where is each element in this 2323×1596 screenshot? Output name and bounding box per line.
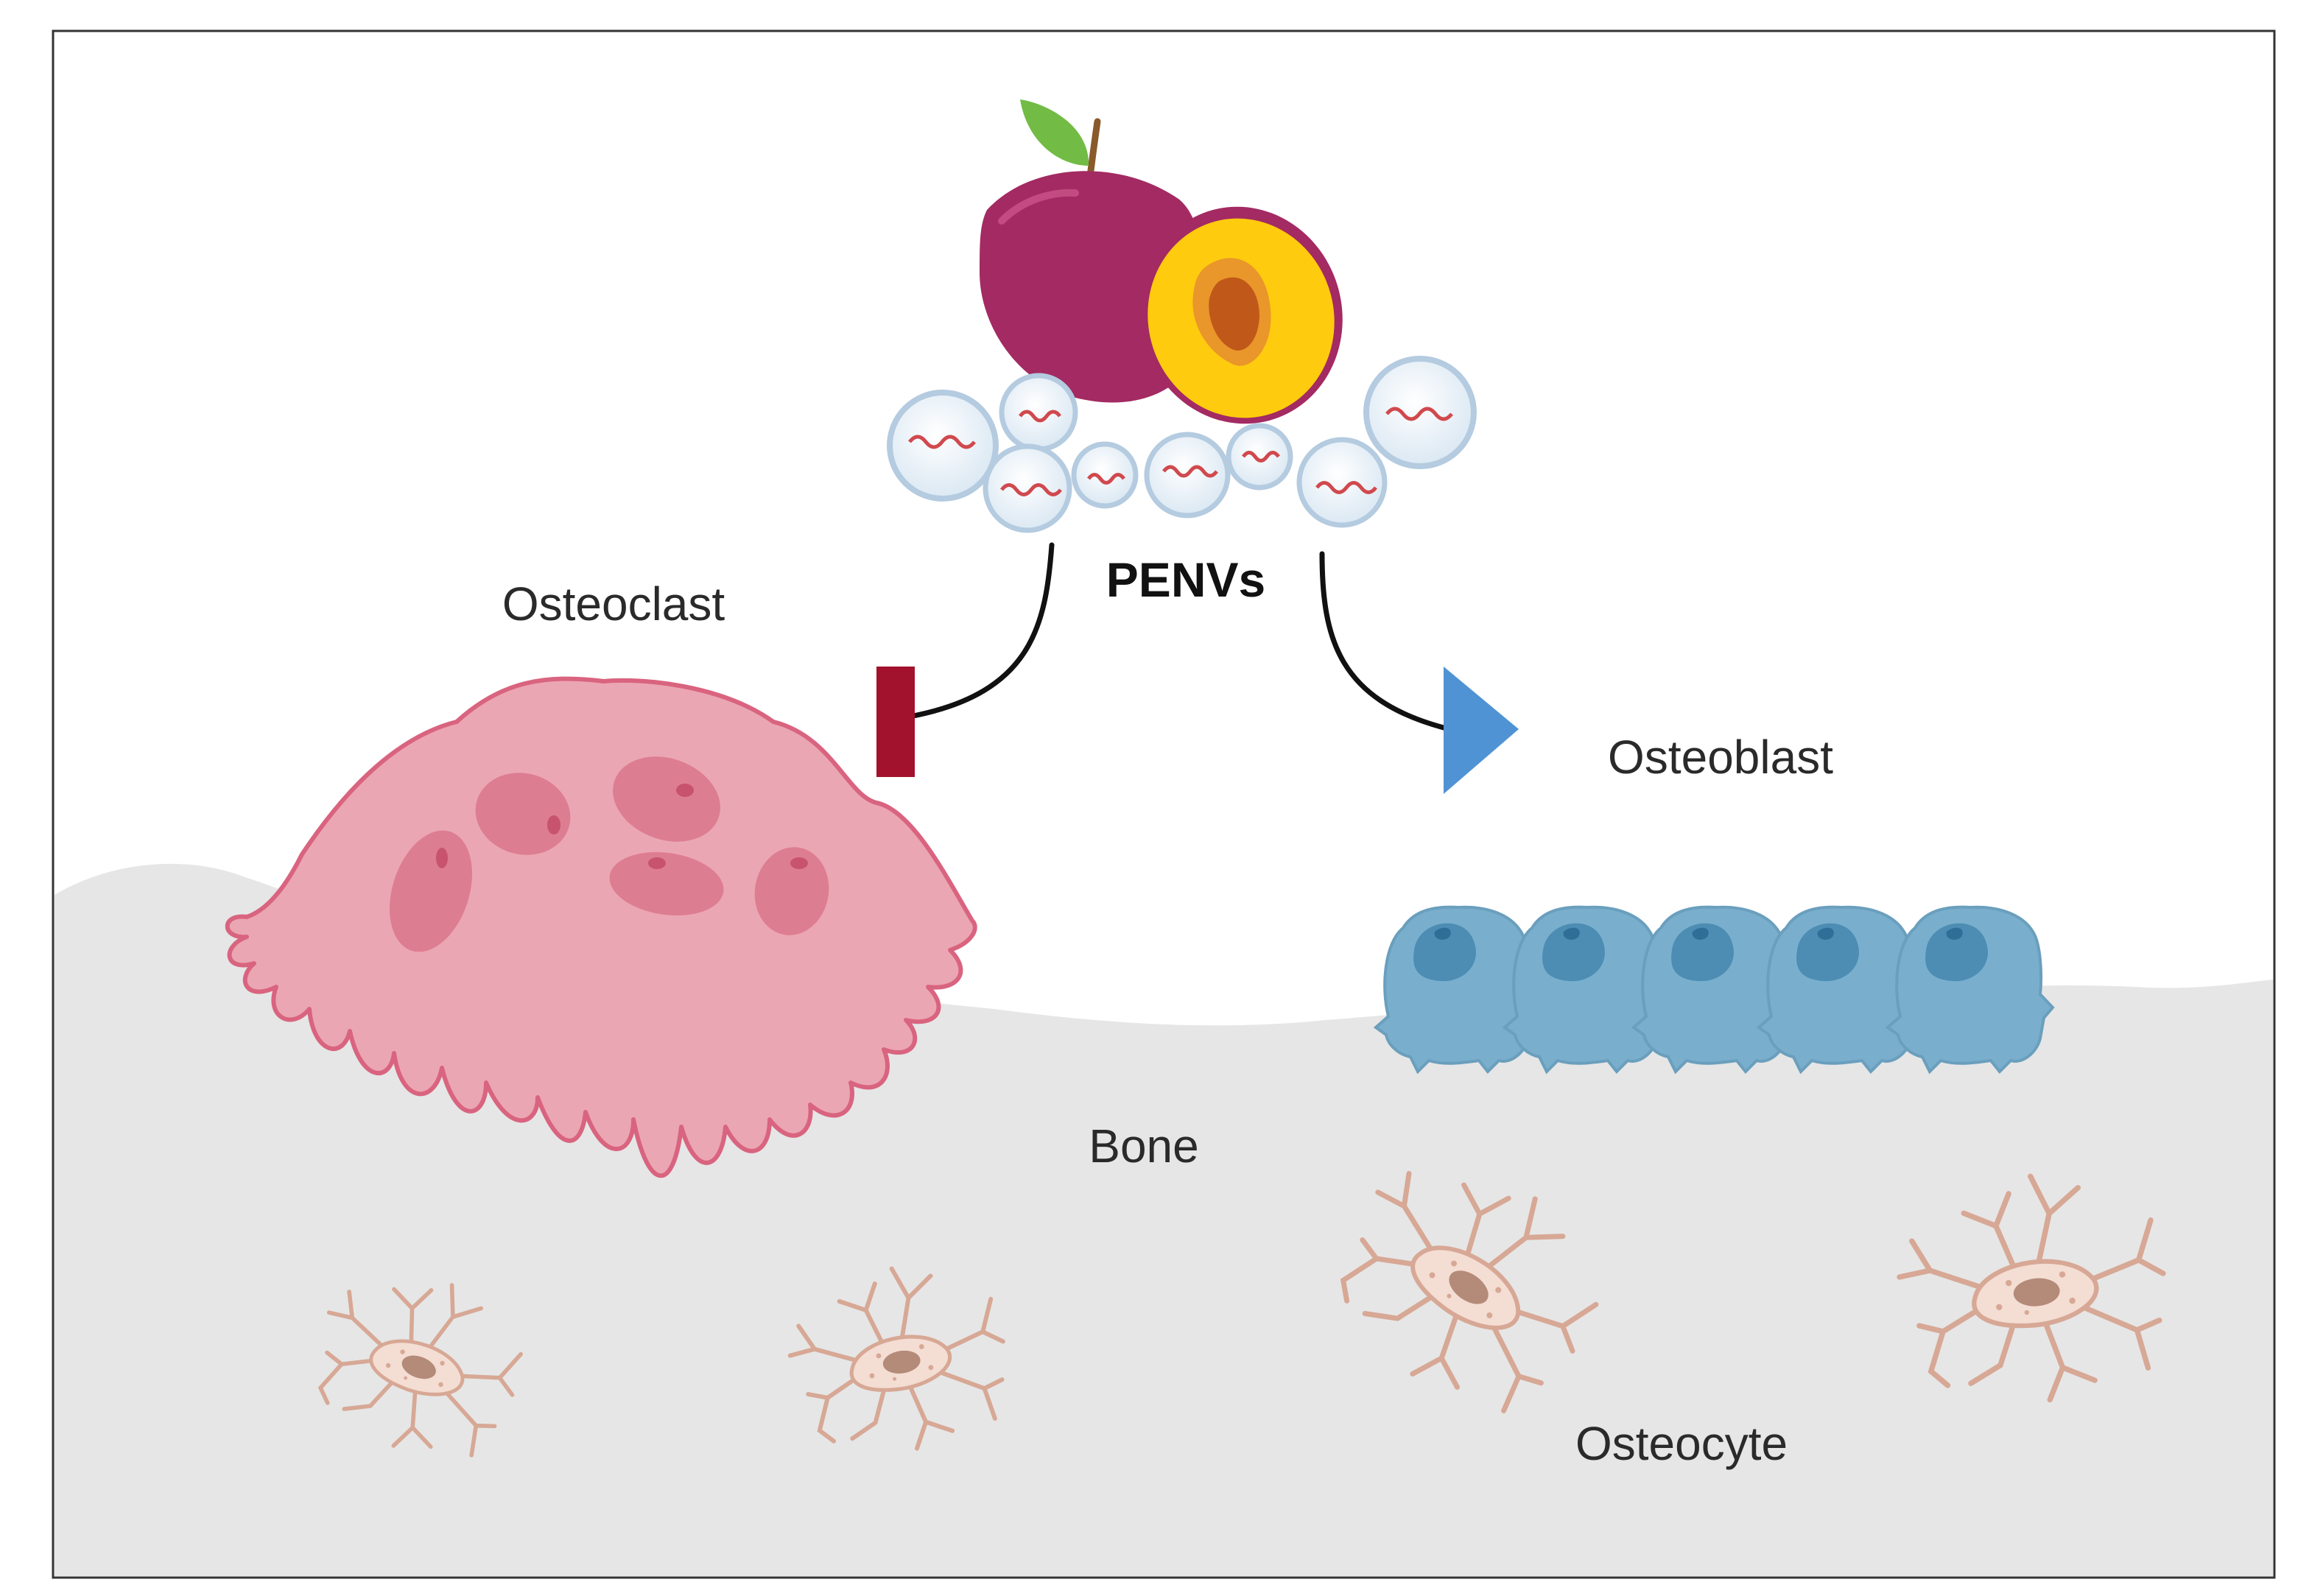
osteocyte-label: Osteocyte (1575, 1417, 1788, 1470)
vesicle-icon (1363, 356, 1477, 469)
vesicle-icon (1144, 432, 1231, 518)
activation-arrow-icon (1444, 667, 1519, 794)
vesicle-icon (983, 443, 1072, 533)
vesicle-icon (887, 390, 999, 502)
vesicle-icon (1071, 441, 1139, 509)
osteoblast-label: Osteoblast (1608, 731, 1833, 784)
osteoclast-label: Osteoclast (502, 577, 725, 630)
inhibition-bar-icon (876, 667, 915, 777)
inhibition-connector (910, 542, 1055, 719)
bone-label: Bone (1089, 1119, 1198, 1173)
vesicle-icon (1296, 437, 1388, 528)
penvs-label: PENVs (1106, 552, 1265, 607)
plum-icon (980, 99, 1343, 424)
vesicle-icon (999, 373, 1078, 452)
osteoclast-icon (225, 676, 977, 1178)
osteoblast-icon (1886, 905, 2054, 1073)
vesicle-icon (1226, 423, 1293, 491)
vesicle-cluster (887, 356, 1477, 533)
activation-connector (1319, 551, 1447, 731)
